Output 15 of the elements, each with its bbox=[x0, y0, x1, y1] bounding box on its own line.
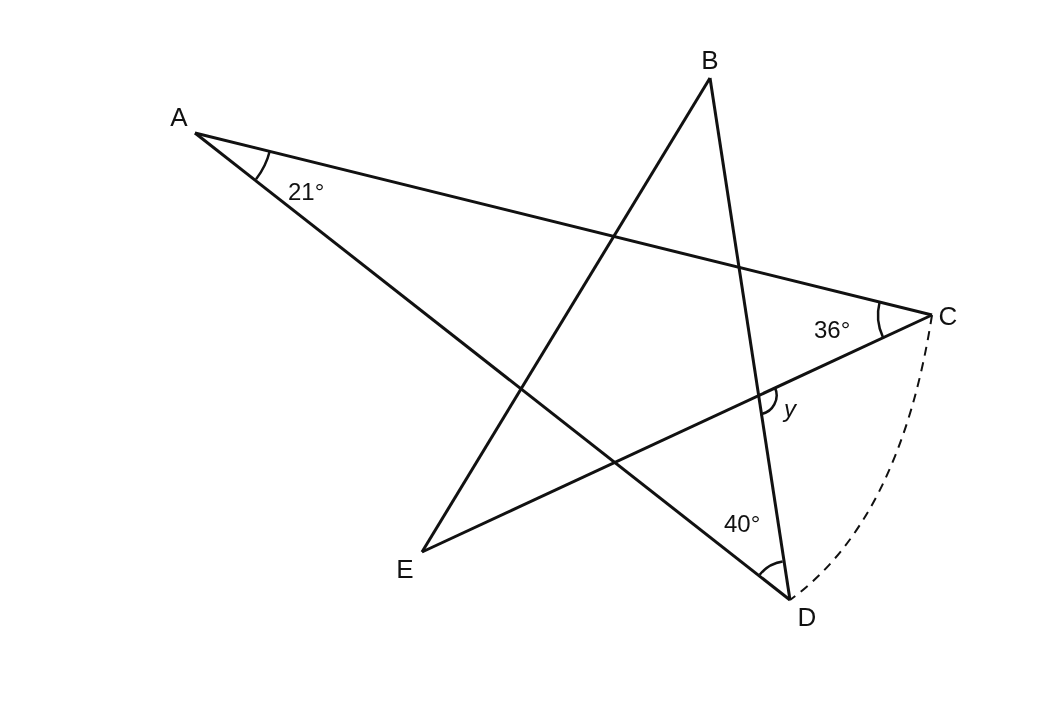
line-segment bbox=[420, 77, 712, 553]
angle-label: 40° bbox=[724, 512, 761, 536]
vertex-label: D bbox=[790, 600, 824, 634]
angle-label: 21° bbox=[288, 180, 325, 204]
vertex-label: E bbox=[388, 552, 422, 586]
line-segment bbox=[421, 313, 933, 554]
line-segment bbox=[194, 131, 933, 317]
vertex-label: C bbox=[932, 300, 964, 332]
angle-label: 36° bbox=[814, 318, 851, 342]
line-segment bbox=[708, 77, 792, 601]
line-segment bbox=[194, 131, 791, 602]
angle-label: y bbox=[784, 397, 796, 421]
vertex-label: A bbox=[163, 101, 195, 133]
vertex-label: B bbox=[694, 42, 726, 78]
dashed-curve bbox=[789, 314, 933, 601]
